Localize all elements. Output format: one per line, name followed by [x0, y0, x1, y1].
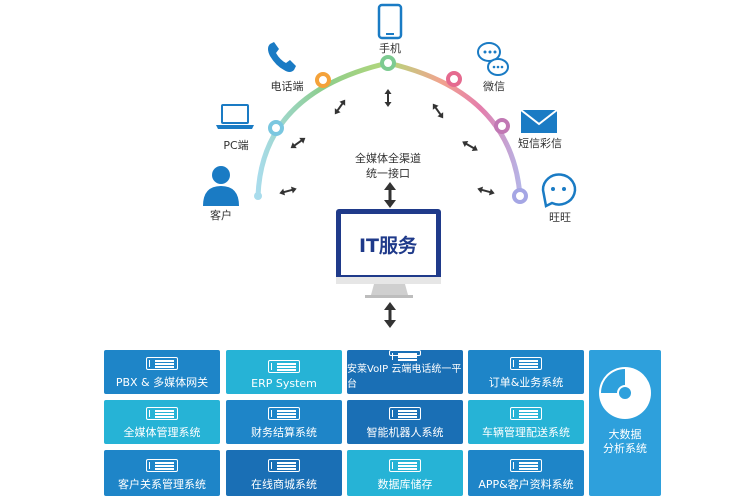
server-icon: [389, 459, 421, 472]
arrow-phone: [330, 96, 350, 118]
label-customer: 客户: [210, 208, 232, 222]
label-pc: PC端: [223, 139, 248, 152]
service-omnimedia-management: 全媒体管理系统: [104, 400, 220, 444]
arc-node-sms: [494, 118, 510, 134]
service-pbx-gateway: PBX & 多媒体网关: [104, 350, 220, 394]
arrow-center-to-monitor: [384, 182, 396, 208]
label-sms: 短信彩信: [518, 136, 562, 150]
label-phone: 电话端: [271, 80, 304, 93]
service-voip-platform: 安莱VoIP 云端电话统一平台: [347, 350, 463, 394]
wangwang-icon: [541, 173, 577, 208]
center-label-line1: 全媒体全渠道: [355, 151, 421, 165]
monitor-icon: [336, 209, 441, 298]
wechat-icon: [477, 42, 509, 76]
server-icon: [510, 407, 542, 420]
arrow-mobile: [383, 88, 393, 108]
server-icon: [268, 407, 300, 420]
arc-node-phone: [315, 72, 331, 88]
arrow-sms: [459, 137, 481, 155]
server-icon: [268, 459, 300, 472]
mobile-icon: [377, 3, 403, 40]
server-icon: [146, 407, 178, 420]
arrow-wangwang: [475, 184, 497, 198]
service-vehicle-delivery: 车辆管理配送系统: [468, 400, 584, 444]
arrow-pc: [287, 133, 309, 153]
server-icon: [510, 357, 542, 370]
server-icon: [389, 350, 421, 360]
bigdata-line2: 分析系统: [603, 442, 647, 455]
label-wechat: 微信: [483, 79, 505, 93]
arc-node-mobile: [380, 55, 396, 71]
pc-icon: [216, 104, 254, 129]
service-online-mall: 在线商城系统: [226, 450, 342, 496]
customer-icon: [203, 166, 239, 206]
arc-node-customer: [254, 192, 262, 200]
service-crm: 客户关系管理系统: [104, 450, 220, 496]
envelope-icon: [520, 109, 558, 133]
phone-icon: [268, 42, 296, 72]
label-mobile: 手机: [379, 41, 401, 55]
server-icon: [268, 360, 300, 373]
arrow-monitor-to-services: [384, 302, 396, 328]
server-icon: [146, 357, 178, 370]
arrow-wechat: [428, 100, 448, 122]
server-icon: [389, 407, 421, 420]
service-erp: ERP System: [226, 350, 342, 394]
monitor-text: IT服务: [359, 234, 418, 257]
service-robot: 智能机器人系统: [347, 400, 463, 444]
service-database-storage: 数据库储存: [347, 450, 463, 496]
bigdata-analytics-panel: 大数据 分析系统: [589, 350, 661, 496]
bigdata-line1: 大数据: [608, 428, 642, 441]
service-order-business: 订单&业务系统: [468, 350, 584, 394]
service-app-customer-data: APP&客户资料系统: [468, 450, 584, 496]
pie-chart-icon: [599, 367, 651, 419]
arc-node-wechat: [446, 71, 462, 87]
center-label-line2: 统一接口: [366, 167, 410, 180]
server-icon: [510, 459, 542, 472]
arc-node-pc: [268, 120, 284, 136]
arc-node-wangwang: [512, 188, 528, 204]
server-icon: [146, 459, 178, 472]
arrow-customer: [277, 184, 299, 198]
service-finance-settlement: 财务结算系统: [226, 400, 342, 444]
label-wangwang: 旺旺: [549, 211, 571, 224]
